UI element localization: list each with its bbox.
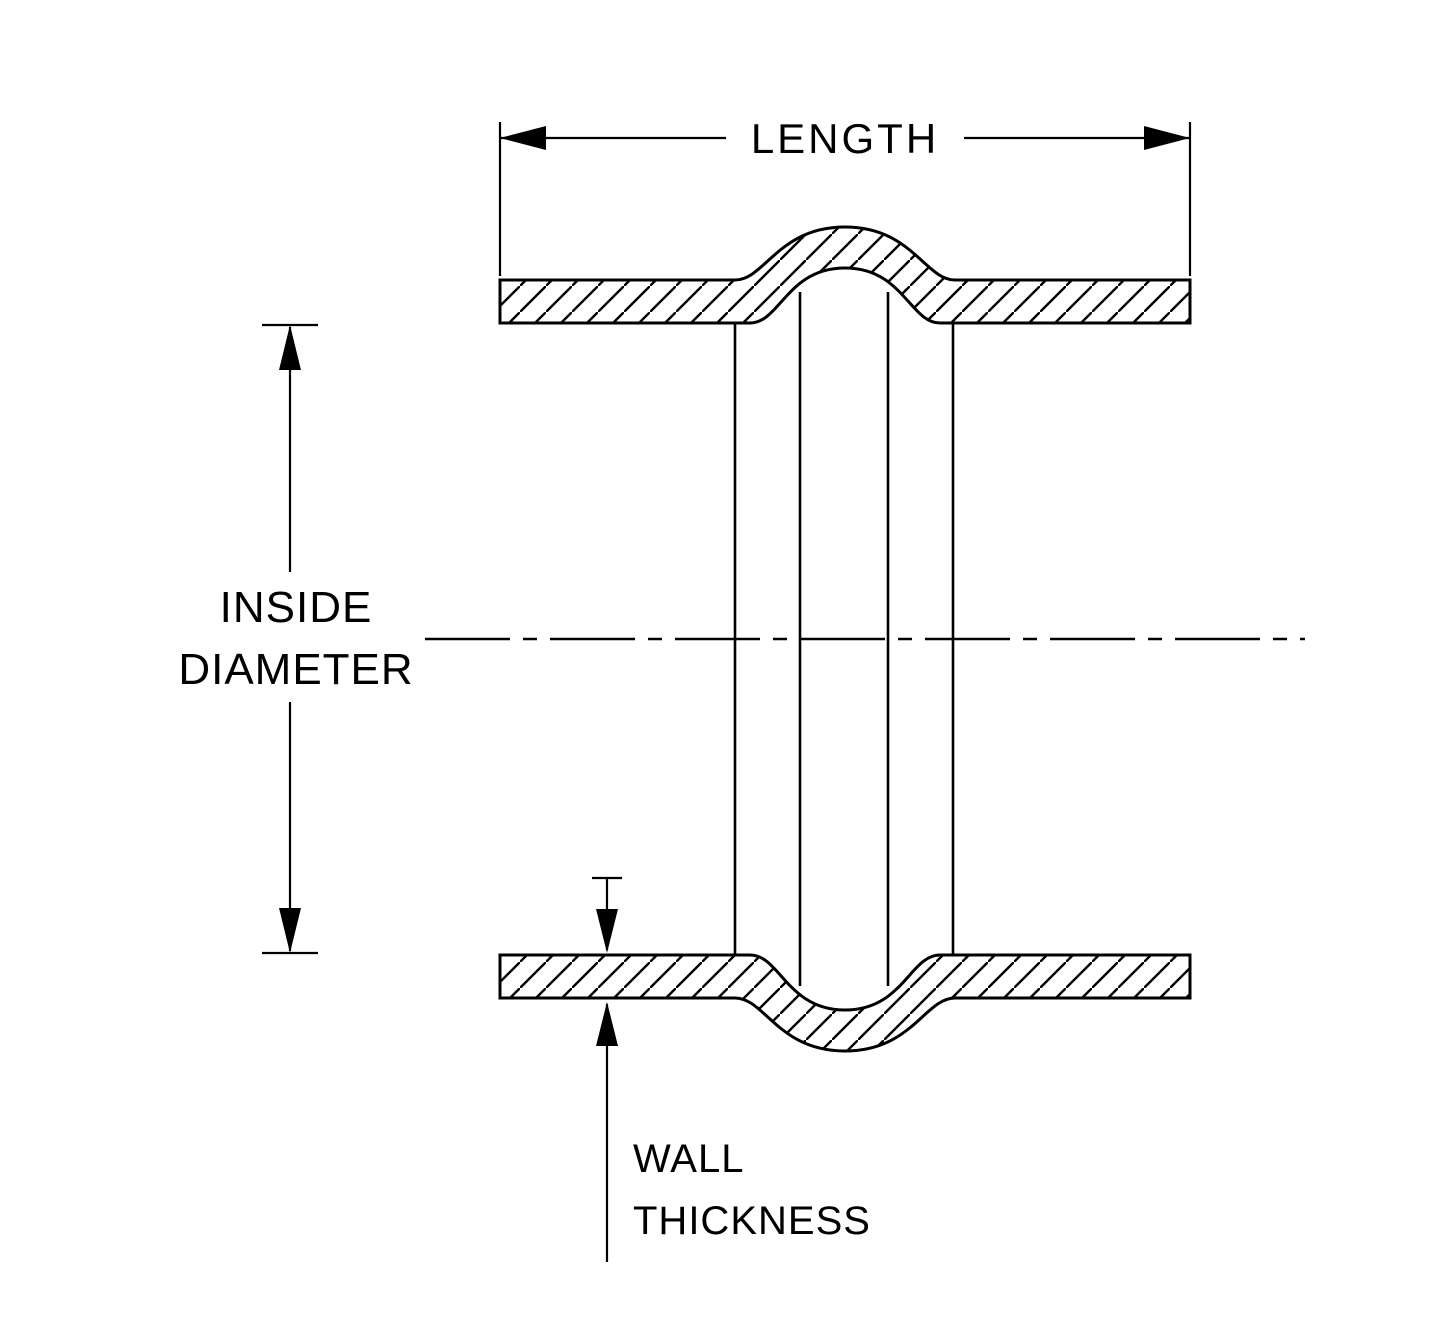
wall-thickness-dimension: WALL THICKNESS xyxy=(592,876,871,1262)
inside-diameter-label-line2: DIAMETER xyxy=(178,645,413,694)
length-dimension: LENGTH xyxy=(498,115,1192,276)
length-arrow-right-icon xyxy=(1144,126,1190,150)
inside-diameter-label-line1: INSIDE xyxy=(220,583,373,632)
wall-thickness-arrow-down-icon xyxy=(596,909,618,953)
inside-diameter-dimension: INSIDE DIAMETER xyxy=(178,323,413,955)
top-wall-section xyxy=(498,225,1192,325)
wall-thickness-label-line2: THICKNESS xyxy=(633,1199,871,1243)
length-label: LENGTH xyxy=(751,115,939,162)
inside-diameter-arrow-down-icon xyxy=(279,908,301,953)
inside-diameter-arrow-up-icon xyxy=(279,325,301,370)
bottom-wall-section xyxy=(498,953,1192,1053)
length-arrow-left-icon xyxy=(500,126,546,150)
hose-body xyxy=(498,225,1192,1053)
wall-thickness-label-line1: WALL xyxy=(633,1137,744,1181)
